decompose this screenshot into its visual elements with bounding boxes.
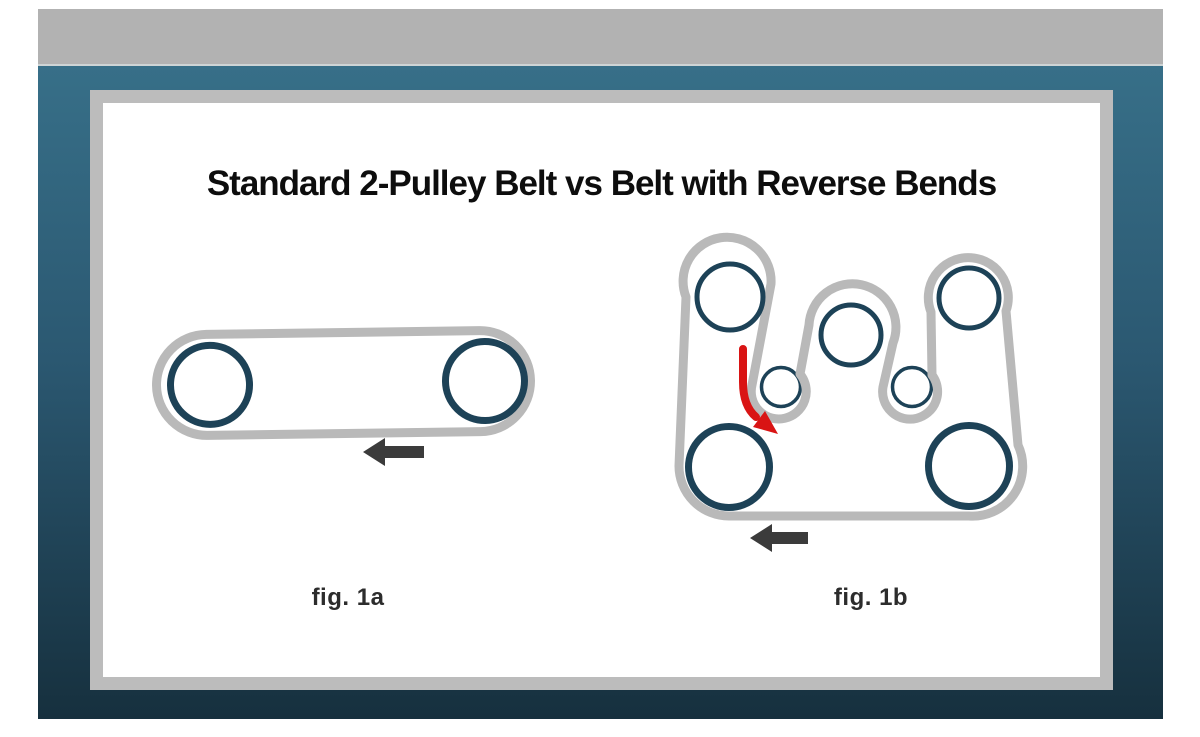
figure-1b-label: fig. 1b <box>833 584 909 611</box>
top-bar <box>38 9 1163 66</box>
figure-1a-label: fig. 1a <box>311 584 385 611</box>
page-title: Standard 2-Pulley Belt vs Belt with Reve… <box>206 164 997 204</box>
